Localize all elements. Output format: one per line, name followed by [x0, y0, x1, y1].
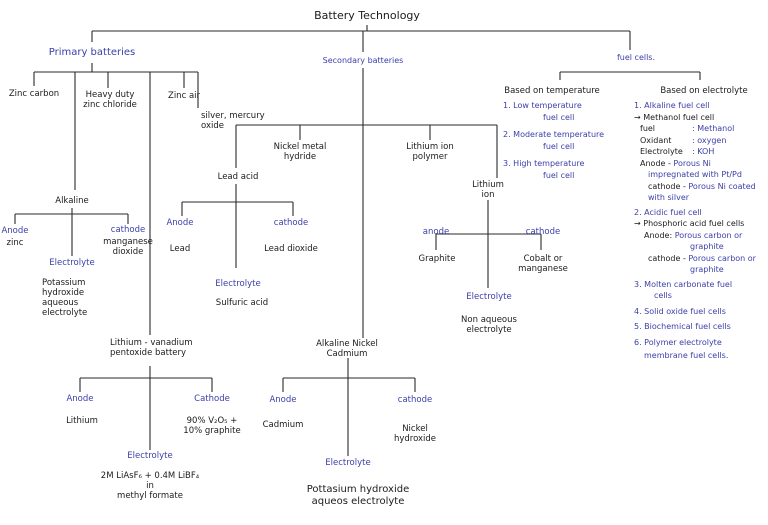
cathode-row: cathode - Porous Ni coated	[648, 181, 756, 191]
temperature-item: 2. Moderate temperature	[503, 130, 605, 139]
nicd-anode-label: Anode	[269, 395, 297, 405]
temperature-item: fuel cell	[543, 170, 575, 180]
lithium-vanadium-cathode-value: 90% V₂O₅ + 10% graphite	[183, 416, 241, 436]
solid-oxide-item: 4. Solid oxide fuel cells	[634, 306, 726, 316]
cathode-row-cont: with silver	[648, 193, 690, 202]
lithium-vanadium-electrolyte-value: 2M LiAsF₆ + 0.4M LiBF₄ in methyl formate	[100, 471, 200, 501]
biochemical-item: 5. Biochemical fuel cells	[634, 322, 731, 331]
oxidant-row: Oxidant: oxygen	[640, 135, 727, 145]
alkaline-electrolyte-label: Electrolyte	[49, 258, 95, 268]
polymer-electrolyte-item: 6. Polymer electrolyte	[634, 337, 722, 347]
electrolyte-row: Electrolyte: KOH	[640, 147, 715, 156]
lead-acid-cathode-value: Lead dioxide	[264, 244, 318, 254]
zinc-carbon-label: Zinc carbon	[8, 89, 60, 99]
based-on-electrolyte-heading: Based on electrolyte	[660, 86, 748, 96]
acid-cathode-row-cont: graphite	[690, 265, 724, 274]
primary-batteries-heading: Primary batteries	[48, 47, 136, 58]
lithium-vanadium-electrolyte-label: Electrolyte	[127, 451, 173, 461]
secondary-batteries-heading: Secondary batteries	[322, 56, 404, 65]
methanol-fuel-cell: → Methanol fuel cell	[634, 112, 715, 122]
temperature-item: 3. High temperature	[503, 159, 585, 168]
temperature-item: fuel cell	[543, 141, 575, 151]
alkaline-electrolyte-value: Potassium hydroxide aqueous electrolyte	[42, 278, 88, 318]
alkaline-anode-value: zinc	[6, 238, 24, 248]
alkaline-fuel-cell-heading: 1. Alkaline fuel cell	[634, 101, 710, 110]
lithium-ion-electrolyte-label: Electrolyte	[466, 292, 512, 302]
lithium-ion-cathode-label: cathode	[525, 227, 561, 237]
acid-anode-row: Anode: Porous carbon or	[644, 230, 743, 240]
electrolyte-list: 1. Alkaline fuel cell → Methanol fuel ce…	[634, 100, 756, 362]
molten-carbonate-item: 3. Molten carbonate fuel	[634, 279, 733, 289]
anode-row-cont: impregnated with Pt/Pd	[648, 170, 742, 179]
fuel-row: fuel: Methanol	[640, 124, 735, 133]
temperature-item: fuel cell	[543, 112, 575, 122]
anode-row: Anode - Porous Ni	[640, 158, 711, 168]
nicd-cathode-label: cathode	[397, 395, 433, 405]
temperature-list: 1. Low temperature fuel cell 2. Moderate…	[503, 100, 604, 181]
lead-acid-label: Lead acid	[217, 172, 259, 182]
polymer-electrolyte-item-cont: membrane fuel cells.	[644, 351, 729, 360]
nicd-cathode-value: Nickel hydroxide	[393, 424, 437, 444]
lithium-ion-anode-value: Graphite	[418, 254, 456, 264]
alkaline-cathode-label: cathode	[110, 225, 146, 235]
temperature-item: 1. Low temperature	[503, 101, 582, 110]
acid-anode-row-cont: graphite	[690, 242, 724, 251]
lead-acid-cathode-label: cathode	[273, 218, 309, 228]
molten-carbonate-item-cont: cells	[654, 291, 672, 300]
lithium-ion-anode-label: anode	[422, 227, 450, 237]
lead-acid-anode-value: Lead	[169, 244, 191, 254]
alkaline-label: Alkaline	[55, 196, 89, 206]
acid-cathode-row: cathode - Porous carbon or	[648, 253, 756, 263]
nicd-electrolyte-value: Pottasium hydroxide aqueos electrolyte	[306, 484, 410, 507]
alkaline-anode-label: Anode	[1, 226, 29, 236]
nicd-anode-value: Cadmium	[262, 420, 304, 430]
zinc-air-label: Zinc air	[167, 91, 201, 101]
lead-acid-electrolyte-label: Electrolyte	[215, 279, 261, 289]
lithium-vanadium-cathode-label: Cathode	[194, 394, 230, 404]
lead-acid-anode-label: Anode	[166, 218, 194, 228]
lithium-vanadium-anode-label: Anode	[66, 394, 94, 404]
acidic-fuel-cell-heading: 2. Acidic fuel cell	[634, 207, 702, 217]
lead-acid-electrolyte-value: Sulfuric acid	[215, 298, 269, 308]
phosphoric-acid-fuel-cell: → Phosphoric acid fuel cells	[634, 219, 745, 228]
fuel-cells-heading: fuel cells.	[616, 53, 656, 62]
alkaline-nickel-cadmium-label: Alkaline Nickel Cadmium	[316, 339, 378, 359]
based-on-temperature-heading: Based on temperature	[504, 86, 600, 96]
diagram-title: Battery Technology	[314, 9, 420, 22]
nicd-electrolyte-label: Electrolyte	[325, 458, 371, 468]
lithium-vanadium-label: Lithium - vanadium pentoxide battery	[110, 338, 193, 358]
lithium-vanadium-anode-value: Lithium	[66, 416, 98, 426]
